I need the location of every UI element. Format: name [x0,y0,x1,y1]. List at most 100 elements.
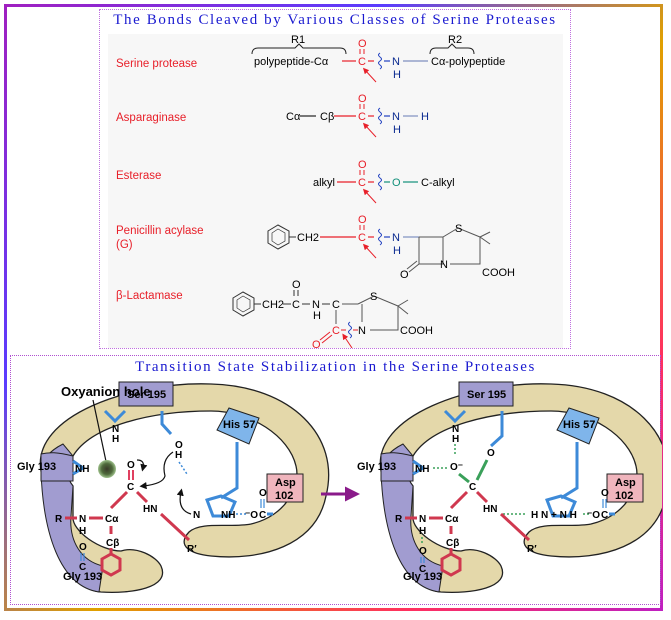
oxyanion-hole [98,460,116,478]
svg-text:Cα: Cα [445,514,459,525]
label-asparaginase: Asparaginase [116,112,187,124]
svg-text:R′: R′ [187,544,197,555]
svg-text:N: N [452,424,459,435]
r1-brace [251,43,347,55]
svg-text:Cα: Cα [286,111,301,123]
attack-arrow [362,67,377,83]
svg-text:O: O [175,440,183,451]
svg-text:C: C [358,177,366,189]
svg-text:Gly 193: Gly 193 [63,571,102,583]
svg-text:Ser 195: Ser 195 [127,389,166,401]
svg-text:alkyl: alkyl [313,177,335,189]
svg-text:N: N [392,232,400,244]
svg-text:C: C [332,299,340,311]
svg-text:HN: HN [143,504,157,515]
svg-text:C: C [469,482,476,493]
svg-text:H: H [79,526,86,537]
penicillin-acylase-structure: CH2 O C N H O N S COOH [267,214,515,281]
svg-text:NH: NH [221,510,235,521]
svg-text:102: 102 [615,490,633,502]
left-group: polypeptide-Cα [254,56,329,68]
svg-text:S: S [370,291,377,303]
beta-lactamase-structure: CH2 C O N H C C O N [232,279,433,348]
label-penicillin-acylase: Penicillin acylase [116,225,204,237]
label-esterase: Esterase [116,170,162,182]
svg-text:HN: HN [483,504,497,515]
svg-text:His 57: His 57 [563,419,595,431]
bond-structures: R1 polypeptide-Cα O C N H R2 Cα-polypept… [232,34,515,348]
svg-text:O⁻: O⁻ [450,462,463,473]
transition-state-figure: Ser 195 His 57 Asp 102 Gly 193 Gly 193 O… [17,381,662,594]
svg-text:H: H [112,434,119,445]
asparaginase-structure: Cα Cβ O C N H H [286,93,429,138]
serine-protease-structure: R1 polypeptide-Cα O C N H R2 Cα-polypept… [251,34,505,83]
svg-text:H: H [393,245,401,257]
transition-state-panel: Transition State Stabilization in the Se… [10,355,662,605]
svg-text:Cα: Cα [105,514,119,525]
svg-text:H: H [313,310,321,322]
svg-text:⁻O: ⁻O [587,510,600,521]
his57-box [216,407,260,445]
asp102-box [266,473,304,503]
svg-text:C: C [358,232,366,244]
bonds-cleaved-panel: The Bonds Cleaved by Various Classes of … [99,9,571,349]
esterase-structure: alkyl O C O C-alkyl [313,159,455,204]
svg-text:H: H [393,124,401,136]
carbonyl-o: O [358,38,367,50]
svg-text:O: O [419,546,427,557]
svg-text:O: O [392,177,401,189]
carbonyl-c: C [358,56,366,68]
svg-text:COOH: COOH [482,267,515,279]
svg-text:O: O [400,269,409,281]
svg-text:Ser 195: Ser 195 [467,389,506,401]
imidazole-ring [205,494,237,518]
svg-text:O: O [79,542,87,553]
svg-text:O: O [127,460,135,471]
svg-text:Gly 193: Gly 193 [403,571,442,583]
amide-n: N [392,56,400,68]
label-penicillin-acylase-g: (G) [116,239,133,251]
svg-text:C: C [292,299,300,311]
svg-text:O: O [358,93,367,105]
svg-text:CH2: CH2 [297,232,319,244]
svg-text:H: H [452,434,459,445]
r1-label: R1 [291,34,305,46]
svg-text:N: N [358,325,366,337]
svg-text:R′: R′ [527,544,537,555]
svg-text:COOH: COOH [400,325,433,337]
svg-text:NH: NH [415,464,429,475]
svg-text:O: O [487,448,495,459]
svg-text:C-alkyl: C-alkyl [421,177,455,189]
svg-text:R: R [55,514,63,525]
svg-text:N: N [112,424,119,435]
svg-text:O: O [358,214,367,226]
svg-text:S: S [455,223,462,235]
svg-text:Cβ: Cβ [320,111,334,123]
svg-text:N: N [312,299,320,311]
svg-text:C: C [79,562,86,573]
svg-text:Asp: Asp [275,477,296,489]
enzyme-body-left [39,383,330,594]
oxyanion-hole-label: Oxyanion hole [61,384,151,399]
label-serine-protease: Serine protease [116,58,198,70]
bonds-panel-title: The Bonds Cleaved by Various Classes of … [113,12,557,28]
svg-text:N: N [419,514,426,525]
label-beta-lactamase: β-Lactamase [116,290,183,302]
svg-text:⁻O: ⁻O [245,510,258,521]
enzyme-body-right [379,383,662,594]
svg-text:C: C [332,325,340,337]
svg-text:Cβ: Cβ [106,538,119,549]
svg-text:CH2: CH2 [262,299,284,311]
svg-text:H: H [419,526,426,537]
amide-h: H [393,69,401,81]
svg-text:NH: NH [75,464,89,475]
svg-text:R: R [395,514,403,525]
right-group: Cα-polypeptide [431,56,505,68]
r2-label: R2 [448,34,462,46]
svg-text:O: O [601,488,609,499]
bonds-figure: Serine protease Asparaginase Esterase Pe… [108,34,563,348]
svg-text:O: O [312,339,321,348]
svg-text:N: N [440,259,448,271]
transition-panel-title: Transition State Stabilization in the Se… [135,359,536,375]
svg-text:O: O [292,279,301,291]
